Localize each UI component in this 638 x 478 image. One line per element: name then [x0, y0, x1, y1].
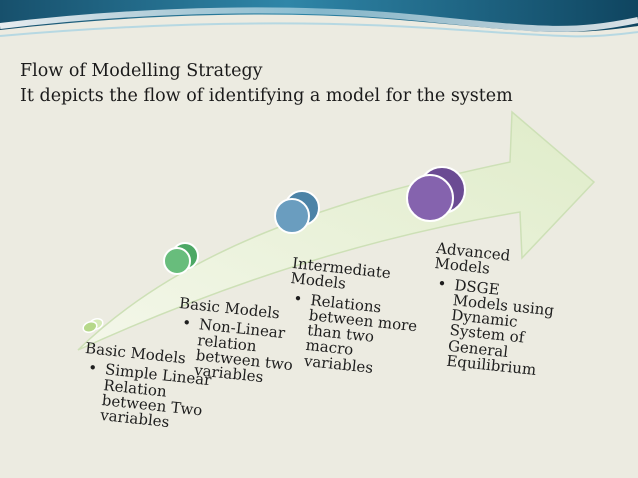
stage-3-marker-icon [274, 190, 320, 234]
stage-basic-nonlinear: Basic Models •Non-Linear relation betwee… [172, 294, 299, 389]
stage-1-marker-icon [82, 317, 104, 334]
flow-arrow [77, 110, 596, 351]
stage-intermediate: Intermediate Models •Relations between m… [281, 254, 423, 380]
stage-4-marker-icon [406, 166, 466, 222]
stage-advanced: Advanced Models •DSGE Models using Dynam… [424, 239, 560, 380]
stage-2-marker-icon [163, 242, 199, 275]
header-banner [0, 0, 638, 46]
list-item: •Relations between more than two macro v… [292, 288, 419, 377]
page-subtitle: It depicts the flow of identifying a mod… [20, 86, 513, 106]
list-item: •Non-Linear relation between two variabl… [181, 313, 294, 387]
list-item: •DSGE Models using Dynamic System of Gen… [436, 273, 555, 380]
page-title: Flow of Modelling Strategy [20, 61, 263, 81]
